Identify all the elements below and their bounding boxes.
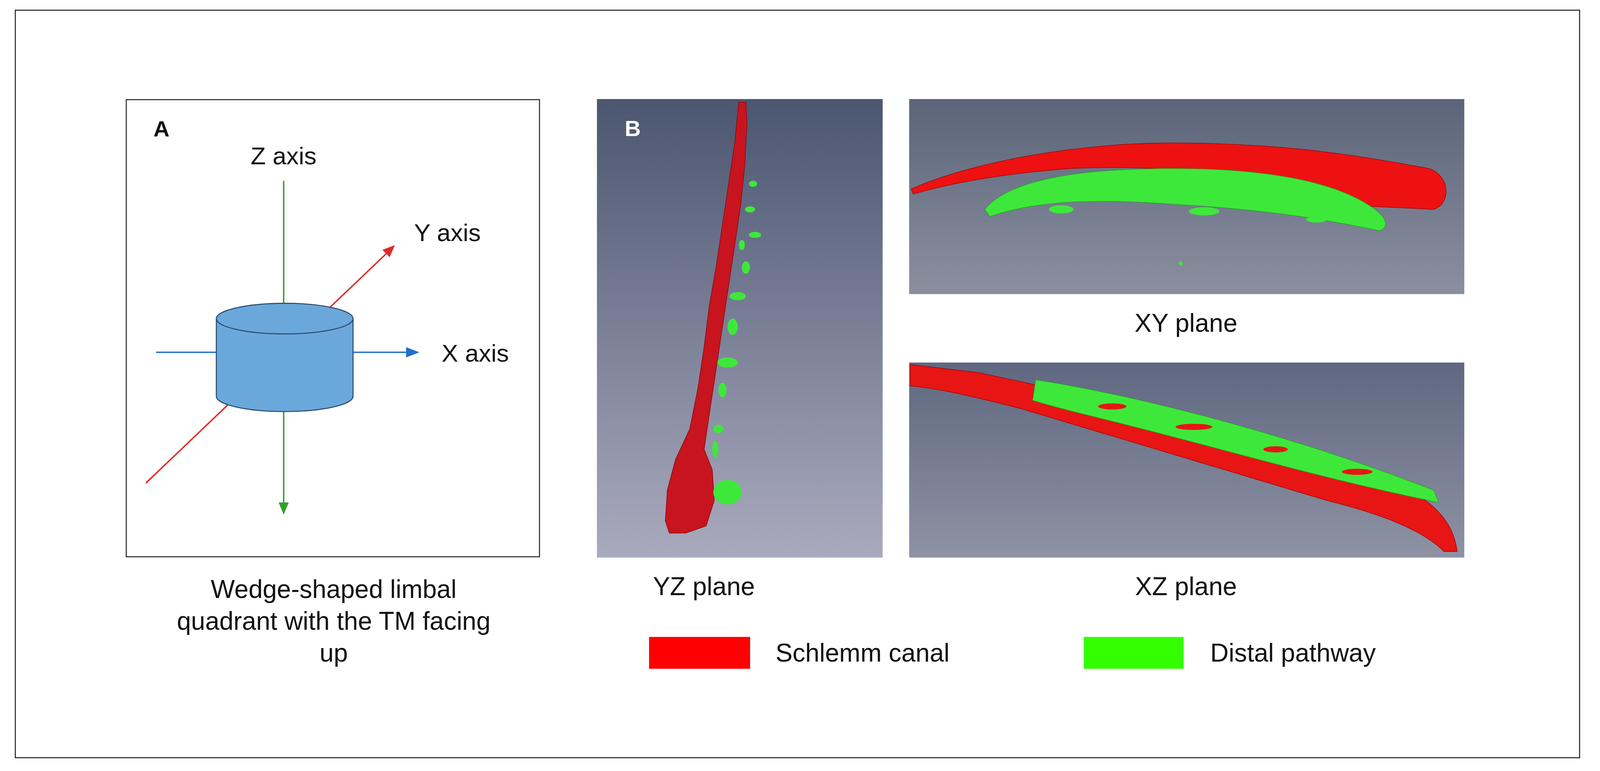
distal-pathway-render [984,168,1386,232]
legend-label: Schlemm canal [775,638,950,668]
axis-label: Z axis [250,141,317,170]
render-background [909,362,1465,558]
z-axis-arrowhead [278,502,289,515]
render-background [909,99,1465,294]
axis-diagram [145,180,420,515]
render-background [596,99,883,558]
legend-swatch [1083,636,1184,669]
plane-label: YZ plane [653,571,755,602]
legend-label: Distal pathway [1210,638,1376,668]
plane-label: XZ plane [1135,571,1237,602]
distal-pathway-render [712,180,762,505]
render-panel: XY plane [909,99,1465,294]
schlemm-canal-render [910,364,1458,552]
y-axis-line [145,252,388,483]
render-panel: XZ plane [909,362,1465,558]
distal-pathway-render [1049,205,1327,266]
cylinder-top [216,303,354,334]
panel-caption: Wedge-shaped limbal quadrant with the TM… [162,573,505,669]
figure-border [15,10,1580,758]
yz-render [596,99,883,558]
axis-label: Y axis [414,218,481,247]
x-axis-arrowhead [406,347,420,358]
axis-label: X axis [441,338,510,368]
xy-render [909,99,1465,294]
schlemm-canal-render [1098,403,1373,475]
y-axis-arrowhead [382,244,395,258]
distal-pathway-render [1032,379,1439,503]
xz-render [909,362,1465,558]
legend-swatch [649,636,751,669]
render-panel: BYZ plane [596,99,883,558]
panel-box: AWedge-shaped limbal quadrant with the T… [125,99,541,558]
panel-letter: A [153,116,170,142]
schlemm-canal-render [665,102,747,533]
panel-letter: B [624,115,641,142]
plane-label: XY plane [1134,308,1238,339]
